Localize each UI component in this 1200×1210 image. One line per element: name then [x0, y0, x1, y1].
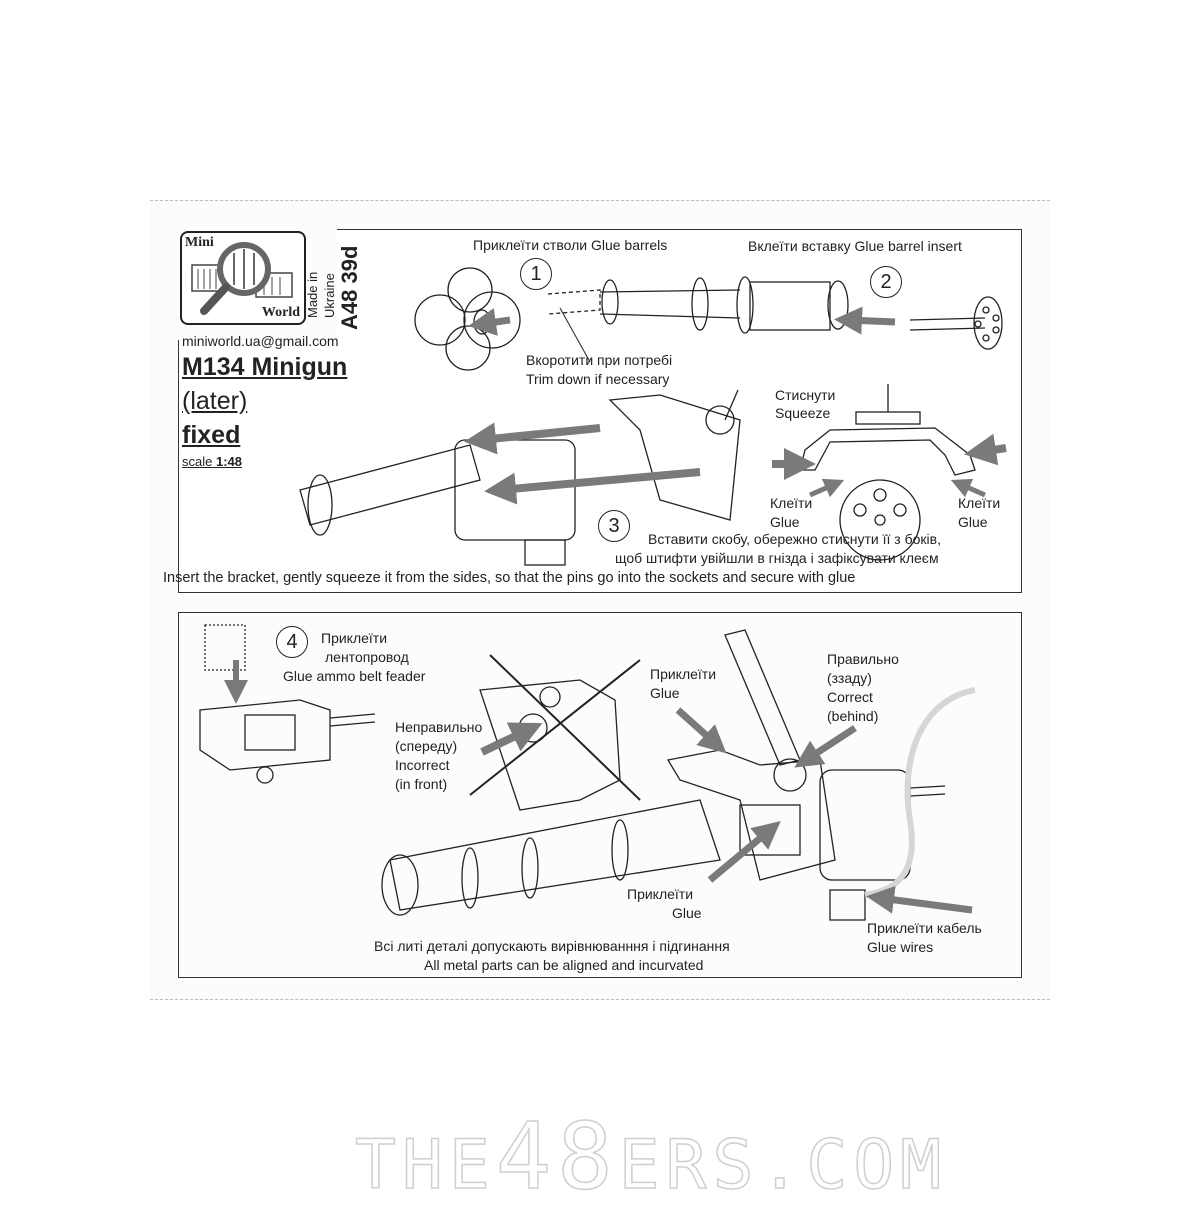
glue-left-ua: Клеїти [770, 495, 813, 511]
cross-out-line-2 [469, 659, 641, 796]
step1-label: Приклеїти стволи Glue barrels [473, 237, 668, 253]
trim-note-ua: Вкоротити при потребі [526, 352, 673, 368]
step3-text-ua-1: Вставити скобу, обережно стиснути її з б… [648, 531, 941, 547]
trim-note-en: Trim down if necessary [526, 371, 670, 387]
product-variant: (later) [182, 387, 248, 415]
squeeze-label-ua: Стиснути [775, 387, 836, 403]
step1-number: 1 [520, 258, 552, 290]
watermark-mid: 48 [495, 1102, 619, 1210]
watermark-post: ERS.COM [618, 1125, 948, 1206]
step3-text-ua-2: щоб штифти увійшли в гнізда і зафіксуват… [615, 550, 939, 566]
miniworld-logo: Mini World [180, 231, 306, 325]
correct-ua: Правильно [827, 651, 899, 667]
scale-info: scale 1:48 [182, 454, 242, 470]
glue-bottom-en: Glue [672, 905, 702, 921]
step2-label: Вклеїти вставку Glue barrel insert [748, 238, 962, 254]
cut-line-bottom [150, 999, 1050, 1000]
incorrect-en: Incorrect [395, 757, 450, 773]
barrel-assembly-drawing [599, 276, 1003, 350]
glue-top-en: Glue [650, 685, 680, 701]
incorrect-en-2: (in front) [395, 776, 448, 792]
wires-ua: Приклеїти кабель [867, 920, 982, 936]
glue-top-ua: Приклеїти [650, 666, 717, 682]
watermark-pre: THE [354, 1125, 496, 1206]
metal-note-en: All metal parts can be aligned and incur… [424, 957, 704, 973]
step4-label-en: Glue ammo belt feader [283, 668, 426, 684]
step4-label-ua-1: Приклеїти [321, 630, 388, 646]
logo-text-world: World [261, 305, 300, 320]
cut-line-top [150, 200, 1050, 201]
correct-ua-2: (ззаду) [827, 670, 872, 686]
squeeze-detail-drawing [799, 384, 976, 561]
glue-right-en: Glue [958, 514, 988, 530]
magnifier-icon [191, 242, 293, 315]
step4-label-ua-2: лентопровод [325, 649, 409, 665]
glue-left-en: Glue [770, 514, 800, 530]
step2-number: 2 [870, 266, 902, 298]
panel-step-4 [178, 612, 1022, 978]
correct-en-2: (behind) [827, 708, 879, 724]
glue-right-ua: Клеїти [958, 495, 1001, 511]
step4-feeder-drawing [199, 624, 376, 784]
squeeze-label-en: Squeeze [775, 405, 831, 421]
contact-email: miniworld.ua@gmail.com [182, 333, 339, 349]
step3-text-en: Insert the bracket, gently squeeze it fr… [163, 570, 856, 586]
wires-en: Glue wires [867, 939, 934, 955]
glue-bottom-ua: Приклеїти [627, 886, 694, 902]
correct-en: Correct [827, 689, 873, 705]
step4-number: 4 [276, 626, 308, 658]
metal-note-ua: Всі литі деталі допускають вирівнюванння… [374, 938, 730, 954]
cable-drawing [864, 687, 976, 898]
logo-text-mini: Mini [185, 235, 214, 250]
product-title: M134 Minigun [182, 353, 348, 381]
incorrect-ua-2: (спереду) [395, 738, 458, 754]
cross-out-line-1 [489, 654, 641, 801]
step3-number: 3 [598, 510, 630, 542]
scale-label: scale [182, 454, 213, 469]
product-config: fixed [182, 421, 241, 449]
watermark: THE48ERS.COM [354, 1102, 948, 1210]
incorrect-ua: Неправильно [395, 719, 483, 735]
scale-value: 1:48 [215, 454, 243, 469]
